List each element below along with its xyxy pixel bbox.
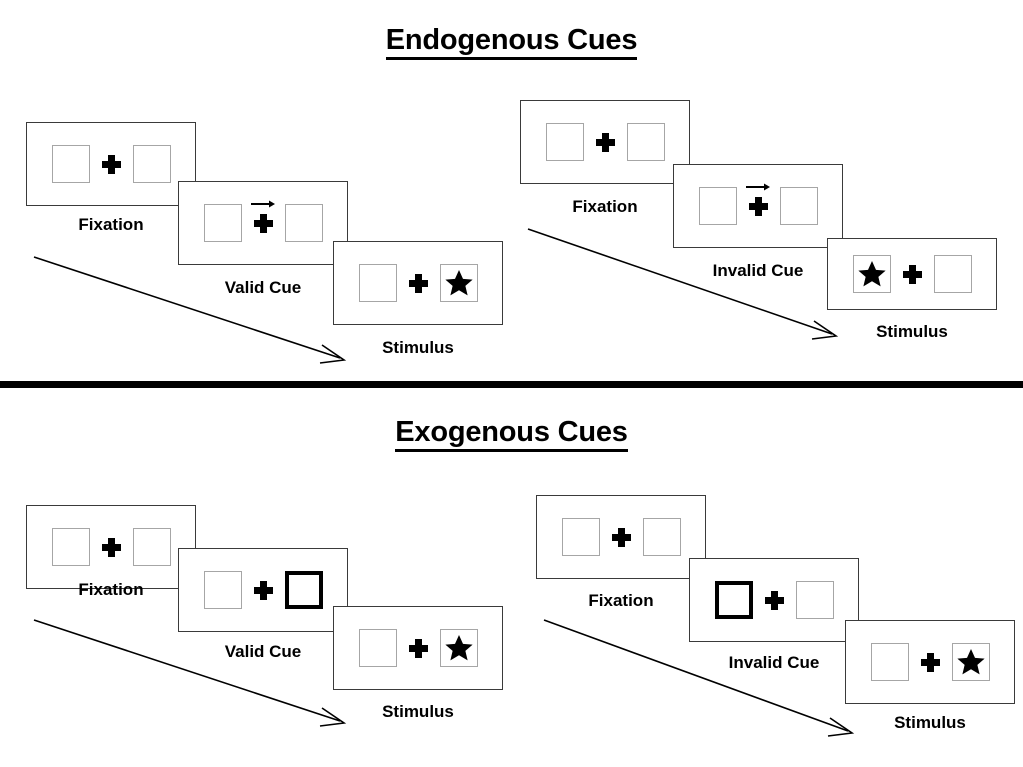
card-label-exogenous-invalid-stimulus: Stimulus <box>894 713 966 732</box>
plus-icon <box>595 132 615 152</box>
right-box <box>132 145 171 183</box>
card-label-endogenous-valid-fixation: Fixation <box>78 215 144 234</box>
right-box-target <box>439 629 478 667</box>
card-endogenous-invalid-stimulus <box>827 238 997 310</box>
left-box-target <box>852 255 891 293</box>
plus-icon <box>101 154 121 174</box>
card-content <box>698 183 818 225</box>
card-exogenous-invalid-cue <box>689 558 859 642</box>
plus-icon <box>920 652 940 672</box>
card-label-exogenous-invalid-fixation: Fixation <box>588 591 654 610</box>
right-box <box>933 255 972 293</box>
card-content <box>203 200 323 242</box>
plus-icon <box>746 183 770 216</box>
left-box <box>203 204 242 242</box>
card-label-endogenous-invalid-cue: Invalid Cue <box>712 261 804 280</box>
card-endogenous-invalid-fixation <box>520 100 690 184</box>
section-title-exogenous-text: Exogenous Cues <box>395 416 628 452</box>
plus-icon <box>408 273 428 293</box>
card-label-endogenous-invalid-stimulus: Stimulus <box>876 322 948 341</box>
card-exogenous-invalid-stimulus <box>845 620 1015 704</box>
plus-icon <box>902 264 922 284</box>
star-icon <box>956 649 985 675</box>
section-title-endogenous-text: Endogenous Cues <box>385 24 637 60</box>
card-endogenous-valid-fixation <box>26 122 196 206</box>
card-content <box>714 581 834 619</box>
arrow-right-icon <box>746 183 770 190</box>
left-box <box>870 643 909 681</box>
card-content <box>852 255 972 293</box>
card-label-endogenous-valid-stimulus: Stimulus <box>382 338 454 357</box>
plus-icon <box>408 638 428 658</box>
card-exogenous-valid-stimulus <box>333 606 503 690</box>
left-box <box>358 629 397 667</box>
section-title-exogenous: Exogenous Cues <box>0 416 1023 452</box>
right-box <box>132 528 171 566</box>
card-label-endogenous-valid-cue: Valid Cue <box>224 278 302 297</box>
plus-icon <box>611 527 631 547</box>
plus-icon <box>764 590 784 610</box>
left-box <box>698 187 737 225</box>
card-label-endogenous-invalid-fixation: Fixation <box>572 197 638 216</box>
card-label-exogenous-invalid-cue: Invalid Cue <box>728 653 820 672</box>
plus-icon <box>253 580 273 600</box>
right-box-target <box>951 643 990 681</box>
arrow-right-icon <box>251 200 275 207</box>
star-icon <box>857 261 886 287</box>
right-box-target <box>439 264 478 302</box>
card-content <box>358 264 478 302</box>
right-box <box>642 518 681 556</box>
card-exogenous-valid-fixation <box>26 505 196 589</box>
card-content <box>545 123 665 161</box>
plus-icon <box>251 200 275 233</box>
card-label-exogenous-valid-cue: Valid Cue <box>224 642 302 661</box>
left-box-cued <box>714 581 753 619</box>
diagonal-arrow-icon-endogenous-invalid <box>527 228 839 340</box>
plus-icon <box>101 537 121 557</box>
card-exogenous-valid-cue <box>178 548 348 632</box>
right-box <box>626 123 665 161</box>
left-box <box>545 123 584 161</box>
right-box <box>779 187 818 225</box>
left-box <box>51 145 90 183</box>
card-content <box>51 145 171 183</box>
right-box-cued <box>284 571 323 609</box>
diagonal-arrow-icon-endogenous-valid <box>33 256 347 364</box>
diagonal-arrow-icon-exogenous-invalid <box>543 619 855 737</box>
card-endogenous-invalid-cue <box>673 164 843 248</box>
card-endogenous-valid-stimulus <box>333 241 503 325</box>
card-exogenous-invalid-fixation <box>536 495 706 579</box>
card-endogenous-valid-cue <box>178 181 348 265</box>
star-icon <box>444 270 473 296</box>
card-content <box>203 571 323 609</box>
card-label-exogenous-valid-fixation: Fixation <box>78 580 144 599</box>
card-content <box>561 518 681 556</box>
left-box <box>358 264 397 302</box>
right-box <box>795 581 834 619</box>
card-content <box>358 629 478 667</box>
right-box <box>284 204 323 242</box>
card-label-exogenous-valid-stimulus: Stimulus <box>382 702 454 721</box>
card-content <box>870 643 990 681</box>
left-box <box>561 518 600 556</box>
section-title-endogenous: Endogenous Cues <box>0 24 1023 60</box>
left-box <box>203 571 242 609</box>
diagonal-arrow-icon-exogenous-valid <box>33 619 347 727</box>
section-divider <box>0 381 1023 388</box>
star-icon <box>444 635 473 661</box>
card-content <box>51 528 171 566</box>
left-box <box>51 528 90 566</box>
